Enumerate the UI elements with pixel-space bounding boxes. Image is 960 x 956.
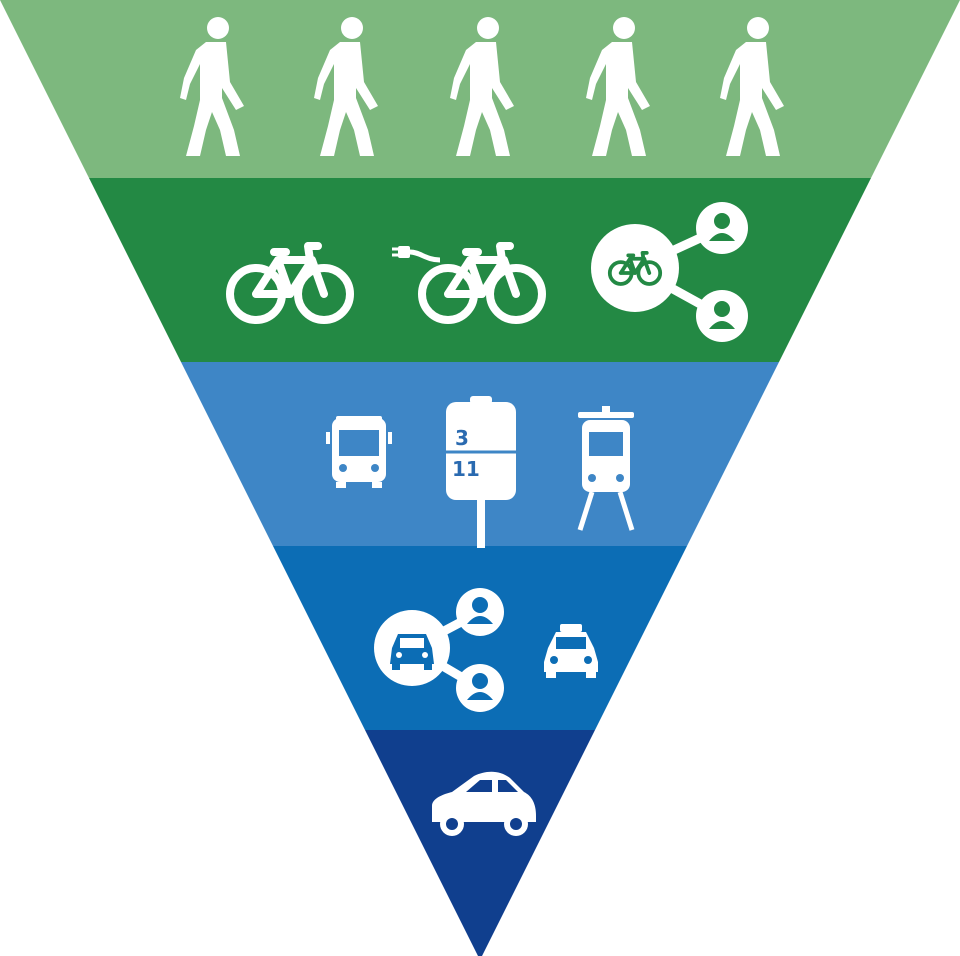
bike-sharing-icon — [591, 202, 748, 342]
shared-car-band — [273, 546, 687, 730]
taxi-icon — [544, 624, 598, 678]
private-car-band — [365, 730, 595, 956]
cycling-band — [89, 178, 871, 362]
e-bike-icon — [392, 246, 542, 320]
transit-stop-sign-icon: 3 11 — [446, 396, 516, 548]
stop-sign-line-top: 3 — [455, 426, 469, 450]
bus-icon — [326, 416, 392, 488]
stop-sign-line-bottom: 11 — [452, 457, 480, 481]
car-icon — [432, 771, 536, 836]
tram-icon — [577, 406, 635, 531]
car-sharing-icon — [374, 588, 504, 712]
